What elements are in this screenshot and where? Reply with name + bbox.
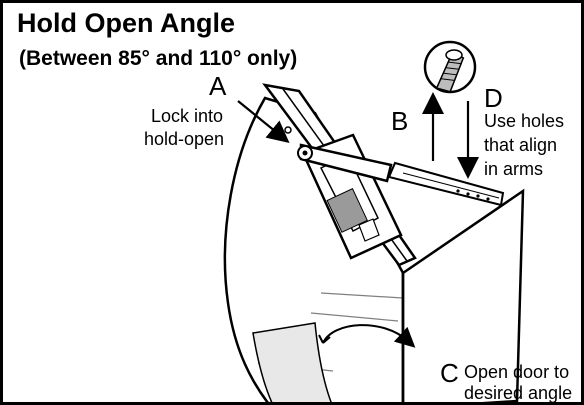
- label-a-line1: Lock into: [151, 106, 224, 126]
- door-lower-shade: [252, 322, 332, 402]
- label-d-line1: Use holes: [484, 111, 565, 131]
- closer-detail: [326, 188, 368, 233]
- page-title: Hold Open Angle: [17, 8, 235, 38]
- label-d-line3: in arms: [484, 159, 544, 179]
- pointer-arrow-icon: [237, 100, 290, 143]
- label-c-letter: C: [440, 358, 459, 388]
- label-a-letter: A: [209, 71, 227, 101]
- screw-icon: [423, 40, 477, 94]
- label-d-line2: that align: [484, 135, 558, 155]
- label-c-line2: desired angle: [464, 383, 573, 403]
- label-b-letter: B: [391, 106, 409, 136]
- label-c-line1: Open door to: [464, 362, 570, 382]
- label-a-line2: hold-open: [144, 129, 225, 149]
- page-subtitle: (Between 85° and 110° only): [19, 47, 298, 70]
- rotation-arrow-icon: [322, 324, 416, 348]
- door-closer-illustration: [223, 40, 525, 402]
- label-d-letter: D: [484, 83, 503, 113]
